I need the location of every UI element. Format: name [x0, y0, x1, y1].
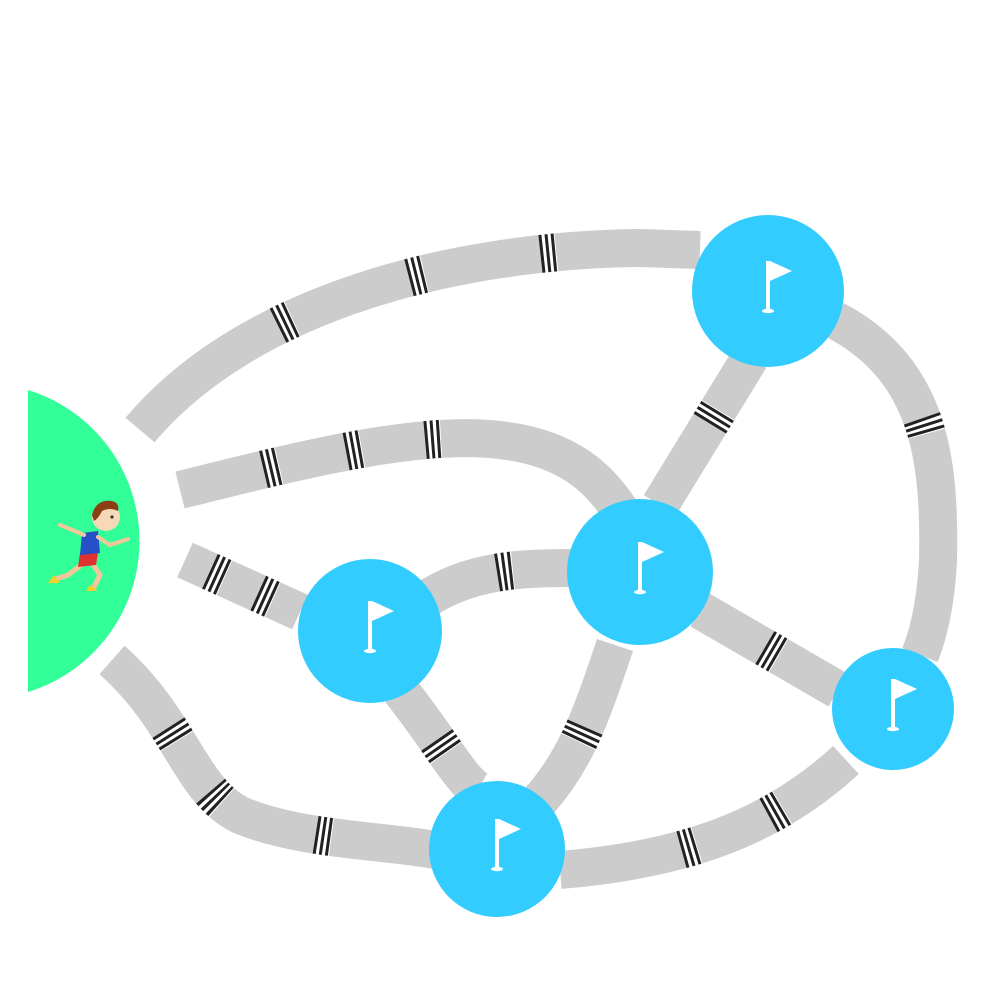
- flag-cloth: [642, 542, 664, 562]
- flag-base: [887, 726, 899, 732]
- road-node-left-to-node-bottom[interactable]: [385, 678, 489, 807]
- flag-cloth: [499, 819, 521, 839]
- flag-base: [491, 866, 503, 872]
- road-node-left-to-node-center[interactable]: [414, 549, 576, 617]
- road-start-to-node-left[interactable]: [177, 542, 308, 630]
- checkpoint-node-left[interactable]: [298, 559, 442, 703]
- checkpoint-node-top[interactable]: [692, 215, 844, 367]
- road-start-to-node-top[interactable]: [125, 229, 701, 443]
- flag-cloth: [770, 261, 792, 281]
- flag-base: [762, 308, 774, 314]
- road-start-to-node-center[interactable]: [175, 419, 636, 521]
- flag-pole: [891, 679, 895, 729]
- flag-icon: [887, 679, 917, 732]
- checkpoint-node-center[interactable]: [567, 499, 713, 645]
- gates-layer: [99, 228, 958, 889]
- checkpoint-node-right[interactable]: [832, 648, 954, 770]
- flag-pole: [368, 601, 372, 651]
- flag-icon: [762, 261, 792, 314]
- flag-icon: [491, 819, 521, 872]
- road-node-center-to-node-bottom[interactable]: [525, 638, 634, 813]
- flag-pole: [766, 261, 770, 311]
- flag-cloth: [372, 601, 394, 621]
- road-node-bottom-to-node-right[interactable]: [558, 745, 859, 889]
- road-start-to-node-bottom[interactable]: [99, 645, 439, 869]
- flag-pole: [638, 542, 642, 592]
- gate-marker: [690, 593, 848, 707]
- nodes-layer: [298, 215, 954, 917]
- road-node-center-to-node-top[interactable]: [643, 348, 767, 515]
- start-zone[interactable]: [28, 390, 140, 692]
- runner-icon: [48, 500, 130, 591]
- flag-cloth: [895, 679, 917, 699]
- flag-base: [364, 648, 376, 654]
- flag-base: [634, 589, 646, 595]
- gate-marker: [525, 638, 634, 813]
- flag-icon: [634, 542, 664, 595]
- flag-pole: [495, 819, 499, 869]
- road-node-top-to-node-right[interactable]: [825, 303, 958, 663]
- gate-marker: [175, 419, 636, 521]
- checkpoint-node-bottom[interactable]: [429, 781, 565, 917]
- flag-icon: [364, 601, 394, 654]
